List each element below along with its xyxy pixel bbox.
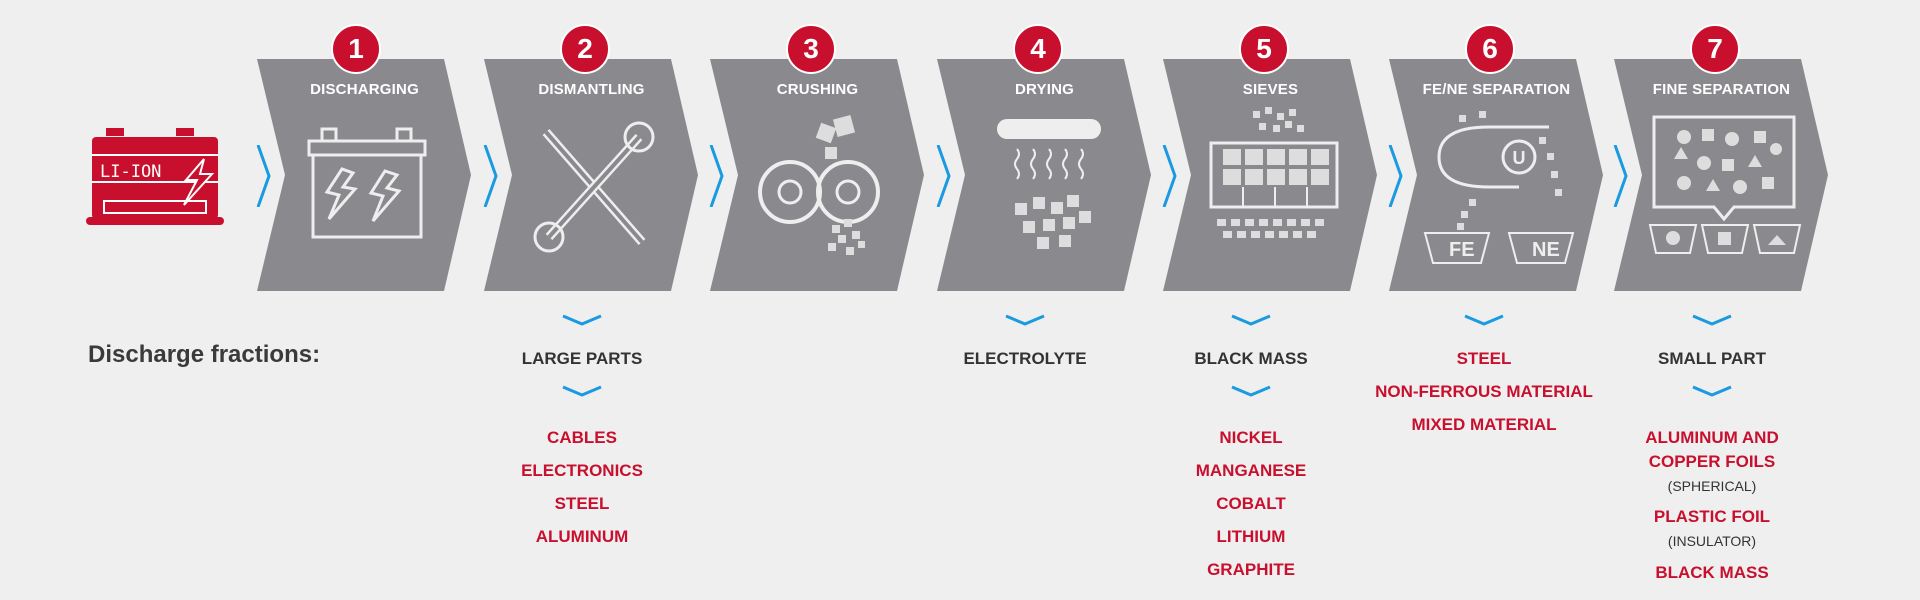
flow-arrow-icon bbox=[1162, 144, 1178, 212]
chevron-down-icon bbox=[1464, 314, 1504, 328]
fraction-item: ALUMINUM bbox=[535, 527, 629, 546]
step-title: FE/NE SEPARATION bbox=[1422, 81, 1571, 98]
step-number-badge: 3 bbox=[786, 24, 836, 74]
fe-bin-label: FE bbox=[1449, 239, 1475, 261]
svg-text:U: U bbox=[1513, 148, 1526, 168]
chevron-down-icon bbox=[1231, 314, 1271, 328]
sieve-icon bbox=[1193, 107, 1353, 257]
fractions-title: Discharge fractions: bbox=[88, 341, 321, 368]
fraction-note: (INSULATOR) bbox=[1667, 533, 1757, 549]
chevron-down-icon bbox=[562, 314, 602, 328]
flow-arrow-icon bbox=[256, 144, 272, 212]
flow-arrow-icon bbox=[483, 144, 499, 212]
fraction-label: LARGE PARTS bbox=[521, 349, 643, 368]
step-title: DISCHARGING bbox=[310, 81, 419, 98]
fraction-label: SMALL PART bbox=[1658, 349, 1766, 368]
step-title: DISMANTLING bbox=[538, 81, 645, 98]
fraction-item: STEEL bbox=[554, 494, 610, 513]
fraction-item: NICKEL bbox=[1219, 428, 1283, 447]
flow-arrow-icon bbox=[1388, 144, 1404, 212]
fraction-item: ALUMINUM AND bbox=[1645, 428, 1779, 447]
step-number-badge: 1 bbox=[331, 24, 381, 74]
step-title: FINE SEPARATION bbox=[1652, 81, 1791, 98]
fraction-item: COBALT bbox=[1216, 494, 1286, 513]
dryer-icon bbox=[967, 107, 1127, 257]
fine-separation-icon bbox=[1644, 107, 1804, 257]
fraction-item: GRAPHITE bbox=[1207, 560, 1295, 579]
battery-discharge-icon bbox=[287, 107, 447, 257]
step-number-badge: 7 bbox=[1690, 24, 1740, 74]
step-number-badge: 2 bbox=[560, 24, 610, 74]
fraction-item: MIXED MATERIAL bbox=[1411, 415, 1557, 434]
fraction-item: COPPER FOILS bbox=[1648, 452, 1776, 471]
fraction-label: ELECTROLYTE bbox=[963, 349, 1087, 368]
fraction-item: BLACK MASS bbox=[1655, 563, 1769, 582]
step-title: SIEVES bbox=[1242, 81, 1299, 98]
ne-bin-label: NE bbox=[1532, 239, 1560, 261]
fraction-item: PLASTIC FOIL bbox=[1653, 507, 1771, 526]
fraction-item: NON-FERROUS MATERIAL bbox=[1375, 382, 1593, 401]
chevron-down-icon bbox=[1231, 385, 1271, 399]
flow-arrow-icon bbox=[1613, 144, 1629, 212]
fraction-item: CABLES bbox=[547, 428, 617, 447]
chevron-down-icon bbox=[1692, 385, 1732, 399]
tools-icon bbox=[514, 107, 674, 257]
crusher-icon bbox=[740, 107, 900, 257]
fraction-item: STEEL bbox=[1456, 349, 1512, 368]
li-ion-battery-icon: LI-ION bbox=[86, 124, 226, 230]
fraction-item: ELECTRONICS bbox=[521, 461, 643, 480]
step-title: DRYING bbox=[1015, 81, 1074, 98]
step-number-badge: 4 bbox=[1013, 24, 1063, 74]
chevron-down-icon bbox=[1005, 314, 1045, 328]
fraction-label: BLACK MASS bbox=[1194, 349, 1308, 368]
step-number-badge: 6 bbox=[1465, 24, 1515, 74]
step-number-badge: 5 bbox=[1239, 24, 1289, 74]
fraction-item: LITHIUM bbox=[1216, 527, 1286, 546]
li-ion-label: LI-ION bbox=[100, 162, 162, 182]
fraction-item: MANGANESE bbox=[1195, 461, 1307, 480]
chevron-down-icon bbox=[562, 385, 602, 399]
magnet-separation-icon: U bbox=[1419, 107, 1579, 264]
flow-arrow-icon bbox=[936, 144, 952, 212]
step-title: CRUSHING bbox=[776, 81, 859, 98]
fraction-note: (SPHERICAL) bbox=[1667, 478, 1757, 494]
chevron-down-icon bbox=[1692, 314, 1732, 328]
flow-arrow-icon bbox=[709, 144, 725, 212]
